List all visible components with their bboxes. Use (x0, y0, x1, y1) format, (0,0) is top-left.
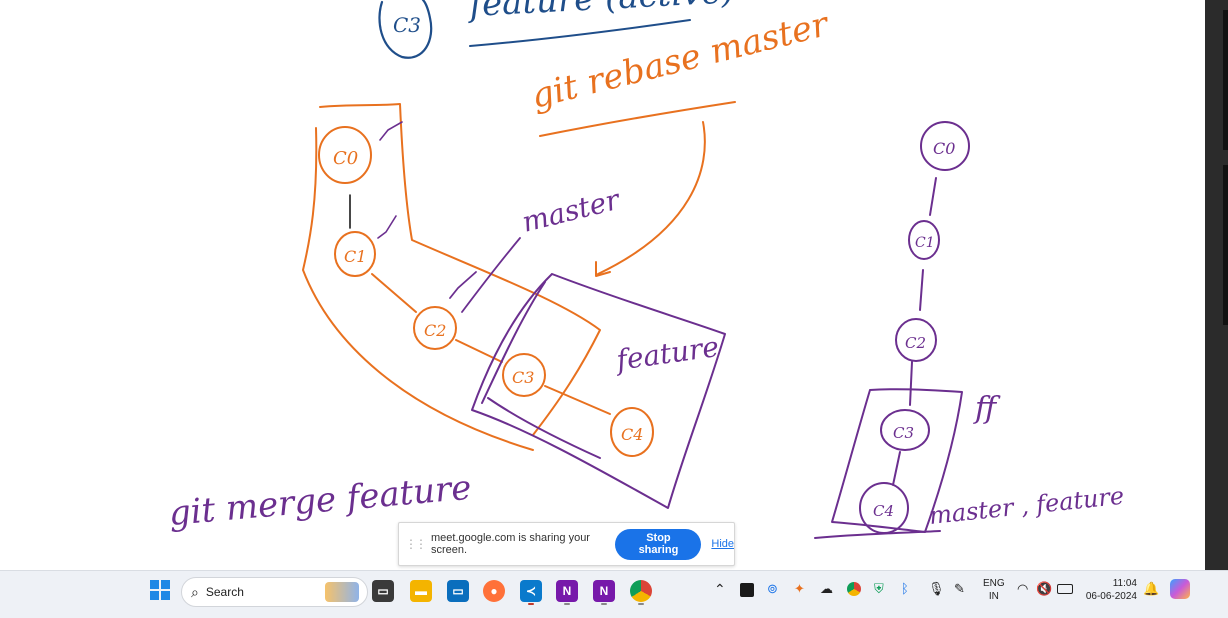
whiteboard-canvas: C3 feature (active) git rebase master C0… (167, 0, 1126, 539)
stop-sharing-button[interactable]: Stop sharing (615, 528, 702, 560)
microphone-icon[interactable]: 🎙 (928, 581, 945, 596)
battery-icon[interactable] (1057, 584, 1073, 594)
rebase-arrow (597, 121, 706, 275)
left-c4-label: C4 (621, 425, 643, 444)
rebase-caption: git rebase master (528, 4, 834, 277)
clock-date: 06-06-2024 (1085, 591, 1137, 602)
language-indicator[interactable]: ENG IN (983, 577, 1005, 603)
left-commit-enclosure (302, 103, 601, 451)
right-c2-node: C2 (895, 318, 937, 362)
onedrive-icon[interactable]: ☁ (820, 581, 833, 596)
language-code: ENG (983, 578, 1005, 589)
left-c3-label: C3 (512, 368, 534, 387)
right-c4-label: C4 (873, 502, 894, 520)
ff-label: ff (973, 391, 1001, 426)
left-c2-label: C2 (424, 321, 446, 340)
left-c4-node: C4 (610, 407, 654, 457)
left-c3-node: C3 (502, 353, 546, 397)
search-highlight-icon (325, 582, 359, 602)
vscode-icon[interactable]: ≺ (520, 580, 542, 602)
clock-time: 11:04 (1112, 578, 1137, 589)
search-icon: ⌕ (191, 583, 199, 600)
left-c1-label: C1 (344, 247, 366, 266)
top-c3-node: C3 (378, 0, 433, 59)
volume-muted-icon[interactable]: 🔇 (1036, 581, 1053, 596)
edge-bar-top (1223, 10, 1228, 150)
master-label: master (519, 182, 624, 238)
top-feature-label: feature (active) (465, 0, 735, 25)
notifications-icon[interactable]: 🔔 (1143, 581, 1160, 596)
top-c3-label: C3 (393, 13, 421, 37)
screen-share-banner: ⋮⋮ meet.google.com is sharing your scree… (398, 522, 735, 566)
onenote-running-indicator (564, 603, 570, 605)
ff-annotation: ff (973, 391, 1001, 426)
color-picker-icon[interactable]: ✦ (794, 581, 805, 596)
right-c0-label: C0 (933, 139, 955, 158)
hide-banner-link[interactable]: Hide (711, 538, 734, 550)
onenote-2-icon[interactable]: N (593, 580, 615, 602)
share-message: meet.google.com is sharing your screen. (431, 532, 590, 556)
taskbar-search-box[interactable]: ⌕ Search (181, 577, 368, 607)
security-shield-icon[interactable]: ⛨ (874, 581, 884, 596)
feature-pointer: feature (612, 330, 720, 377)
left-c2-node: C2 (413, 306, 457, 350)
drag-handle-icon[interactable]: ⋮⋮ (405, 537, 427, 551)
left-c0-node: C0 (318, 126, 372, 184)
language-region: IN (988, 591, 999, 602)
right-c0-node: C0 (920, 121, 970, 171)
right-branch-label: master , feature (928, 482, 1126, 530)
onenote-icon[interactable]: N (556, 580, 578, 602)
right-c1-label: C1 (915, 235, 935, 251)
edge-bar-bottom (1223, 165, 1228, 325)
start-button[interactable] (149, 579, 171, 601)
left-c0-label: C0 (333, 148, 358, 169)
feature-label: feature (612, 330, 720, 377)
file-explorer-icon[interactable]: ▬ (410, 580, 432, 602)
wifi-icon[interactable]: ◠ (1017, 581, 1029, 596)
chrome-icon[interactable] (630, 580, 652, 602)
nvidia-icon[interactable] (740, 583, 754, 597)
right-c3-node: C3 (880, 409, 930, 451)
vscode-running-indicator (528, 603, 534, 605)
left-c1-node: C1 (334, 231, 376, 277)
windows-logo-icon (150, 580, 170, 600)
feature-box (471, 273, 726, 509)
clock[interactable]: 11:04 06-06-2024 (1082, 577, 1137, 603)
right-branch-annotation: master , feature (928, 482, 1126, 530)
sync-icon[interactable]: ⊚ (767, 581, 778, 596)
right-c3-label: C3 (893, 424, 914, 442)
chrome-running-indicator (638, 603, 644, 605)
right-c1-node: C1 (908, 220, 940, 260)
chrome-tray-icon[interactable] (847, 582, 861, 596)
copilot-icon[interactable] (1170, 579, 1190, 599)
pen-icon[interactable]: ✎ (954, 581, 965, 596)
master-pointer: master (449, 182, 624, 313)
firefox-icon[interactable]: ● (483, 580, 505, 602)
right-ff-box (814, 388, 963, 539)
search-placeholder: Search (205, 585, 244, 599)
show-hidden-icons-chevron-icon[interactable]: ⌃ (714, 581, 726, 597)
window-edge (1205, 0, 1228, 570)
right-c4-node: C4 (859, 482, 909, 534)
bluetooth-icon[interactable]: ᛒ (901, 581, 909, 596)
desktop-icon[interactable]: ▭ (447, 580, 469, 602)
onenote-2-running-indicator (601, 603, 607, 605)
right-c2-label: C2 (905, 334, 926, 352)
task-view-icon[interactable]: ▭ (372, 580, 394, 602)
